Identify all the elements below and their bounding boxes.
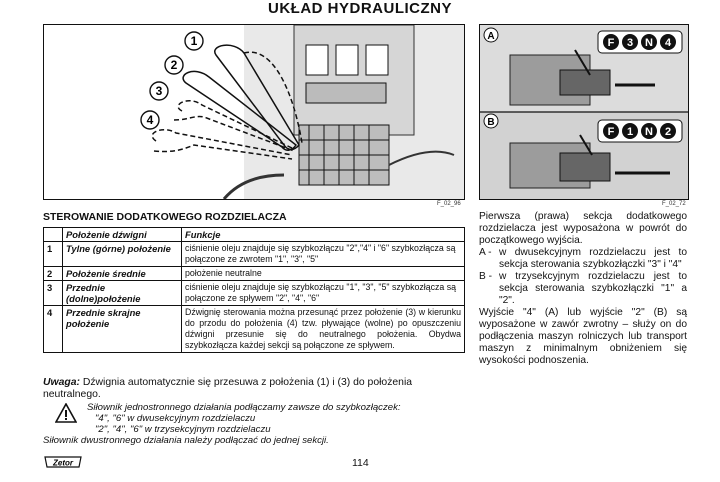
table-row: 3 Przednie (dolne)położenie ciśnienie ol… [43, 280, 465, 306]
callout-3: 3 [149, 81, 169, 101]
valve-block [298, 124, 390, 186]
right-paragraph-1: Pierwsza (prawa) sekcja dodatkowego rozd… [479, 211, 687, 246]
row-function: ciśnienie oleju znajduje się szybkozłącz… [181, 241, 465, 267]
right-column-text: Pierwsza (prawa) sekcja dodatkowego rozd… [479, 211, 687, 367]
list-text-a: w dwusekcyjnym rozdzielaczu jest to sekc… [499, 247, 687, 270]
note-text: Dźwignia automatycznie się przesuwa z po… [43, 377, 413, 400]
row-function: ciśnienie oleju znajduje się szybkozłącz… [181, 280, 465, 306]
list-text-b: w trzysekcyjnym rozdzielaczu jest to sek… [499, 271, 687, 306]
row-position: Przednie (dolne)położenie [62, 280, 182, 306]
shift-pattern-b: F 1 N 2 [597, 119, 683, 143]
page-title: UKŁAD HYDRAULICZNY [268, 0, 452, 17]
table-header-num [43, 227, 63, 242]
row-number: 2 [43, 266, 63, 281]
page-number: 114 [352, 457, 369, 469]
warning-line-1: Siłownik jednostronnego działania podłąc… [87, 402, 401, 413]
section-heading: STEROWANIE DODATKOWEGO ROZDZIELACZA [43, 211, 287, 223]
lever-illustration: 1 2 3 4 [43, 24, 465, 200]
table-header-row: Położenie dźwigni Funkcje [43, 227, 465, 242]
row-number: 4 [43, 305, 63, 353]
row-number: 1 [43, 241, 63, 267]
valve-photos-svg: A B F 3 N 4 F 1 N 2 [480, 25, 688, 199]
table-row: 2 Położenie średnie położenie neutralne [43, 266, 465, 281]
list-item-b: B - w trzysekcyjnym rozdzielaczu jest to… [479, 271, 687, 307]
svg-text:Zetor: Zetor [52, 459, 74, 468]
shift-pattern-a: F 3 N 4 [597, 30, 683, 54]
row-position: Położenie średnie [62, 266, 182, 281]
svg-text:F: F [608, 37, 615, 49]
svg-text:N: N [645, 37, 653, 49]
figure-code-right: F_02_72 [662, 201, 686, 207]
note-paragraph: Uwaga: Dźwignia automatycznie się przesu… [43, 377, 465, 401]
row-position: Przednie skrajne położenie [62, 305, 182, 353]
valve-photos: A B F 3 N 4 F 1 N 2 [479, 24, 689, 200]
table-row: 4 Przednie skrajne położenie Dźwignię st… [43, 305, 465, 353]
svg-text:1: 1 [627, 126, 633, 138]
lever-position-table: Położenie dźwigni Funkcje 1 Tylne (górne… [43, 227, 465, 353]
list-label-b: B - [479, 271, 493, 282]
svg-text:3: 3 [156, 84, 163, 98]
table-header-position: Położenie dźwigni [62, 227, 182, 242]
list-item-a: A - w dwusekcyjnym rozdzielaczu jest to … [479, 247, 687, 271]
warning-line-3: "2", "4", "6" w trzysekcyjnym rozdzielac… [95, 424, 271, 435]
right-paragraph-2: Wyjście "4" (A) lub wyjście "2" (B) są w… [479, 307, 687, 366]
svg-text:2: 2 [665, 126, 671, 138]
note-label: Uwaga: [43, 377, 80, 388]
warning-line-2: "4", "6" w dwusekcyjnym rozdzielaczu [95, 413, 256, 424]
svg-text:4: 4 [665, 37, 672, 49]
svg-text:4: 4 [147, 113, 154, 127]
row-position: Tylne (górne) położenie [62, 241, 182, 267]
figure-code-left: F_02_96 [437, 201, 461, 207]
warning-block: Siłownik jednostronnego działania podłąc… [43, 402, 473, 446]
svg-text:2: 2 [171, 58, 178, 72]
panel-a-label: A [483, 27, 499, 43]
svg-text:1: 1 [191, 34, 198, 48]
lever-diagram: 1 2 3 4 [140, 25, 464, 199]
row-function: Dźwignię sterowania można przesunąć prze… [181, 305, 465, 353]
warning-line-4: Siłownik dwustronnego działania należy p… [43, 435, 329, 446]
row-function: położenie neutralne [181, 266, 465, 281]
callout-1: 1 [184, 31, 204, 51]
callout-2: 2 [164, 55, 184, 75]
panel-b-label: B [483, 113, 499, 129]
zetor-logo: Zetor [44, 456, 82, 468]
svg-text:F: F [608, 126, 615, 138]
svg-text:N: N [645, 126, 653, 138]
list-label-a: A - [479, 247, 492, 258]
warning-icon [55, 403, 77, 423]
table-header-function: Funkcje [181, 227, 465, 242]
callout-4: 4 [140, 110, 160, 130]
table-row: 1 Tylne (górne) położenie ciśnienie olej… [43, 241, 465, 267]
svg-text:B: B [487, 117, 494, 128]
row-number: 3 [43, 280, 63, 306]
svg-text:3: 3 [627, 37, 633, 49]
svg-text:A: A [487, 31, 494, 42]
